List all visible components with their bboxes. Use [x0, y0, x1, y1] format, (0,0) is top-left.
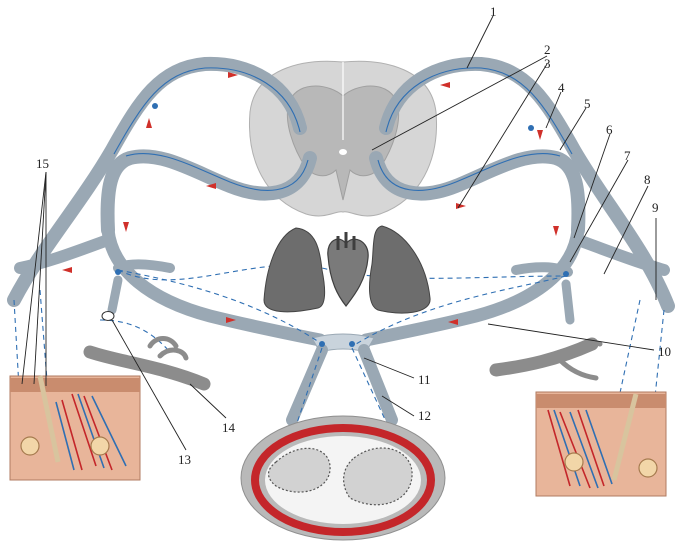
ganglion-vesicle	[102, 312, 114, 321]
prevertebral-ganglion	[292, 334, 392, 420]
right-skin-block	[536, 392, 666, 496]
callout-13: 13	[178, 452, 191, 467]
right-lung	[370, 226, 431, 313]
callout-15: 15	[36, 156, 49, 171]
callout-11: 11	[418, 372, 431, 387]
heart	[328, 239, 368, 306]
callout-1: 1	[490, 4, 497, 19]
lungs-and-heart	[264, 226, 430, 313]
callout-2: 2	[544, 42, 551, 57]
callout-8: 8	[644, 172, 651, 187]
callout-6: 6	[606, 122, 613, 137]
left-lung	[264, 228, 325, 312]
callout-3: 3	[544, 56, 551, 71]
callout-10: 10	[658, 344, 671, 359]
callout-5: 5	[584, 96, 591, 111]
callout-7: 7	[624, 148, 631, 163]
callout-12: 12	[418, 408, 431, 423]
left-skin-block	[10, 376, 140, 480]
callout-14: 14	[222, 420, 236, 435]
callout-4: 4	[558, 80, 565, 95]
intestine-cross-section	[241, 416, 445, 540]
callout-9: 9	[652, 200, 659, 215]
